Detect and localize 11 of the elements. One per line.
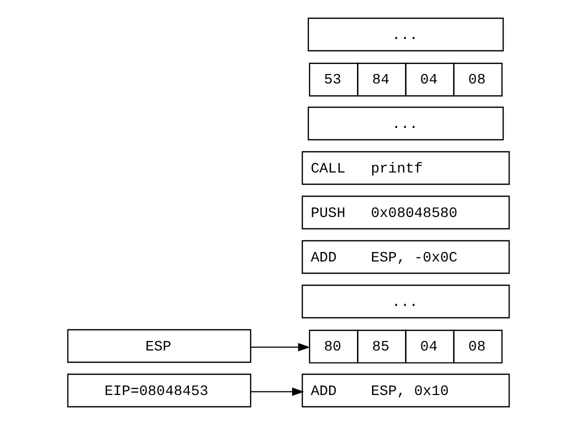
node-box: PUSH 0x08048580 xyxy=(301,196,510,230)
node-box: ... xyxy=(307,106,504,140)
node-box: ADD ESP, 0x10 xyxy=(301,374,510,408)
node-box: EIP=08048453 xyxy=(66,374,251,408)
node-box: ESP xyxy=(66,329,251,363)
node-box: ADD ESP, -0x0C xyxy=(301,240,510,274)
arrow xyxy=(250,387,304,396)
arrow xyxy=(250,342,310,352)
node-box: CALL printf xyxy=(301,151,510,185)
node-box: ... xyxy=(307,18,504,52)
node-box: ... xyxy=(301,284,510,318)
